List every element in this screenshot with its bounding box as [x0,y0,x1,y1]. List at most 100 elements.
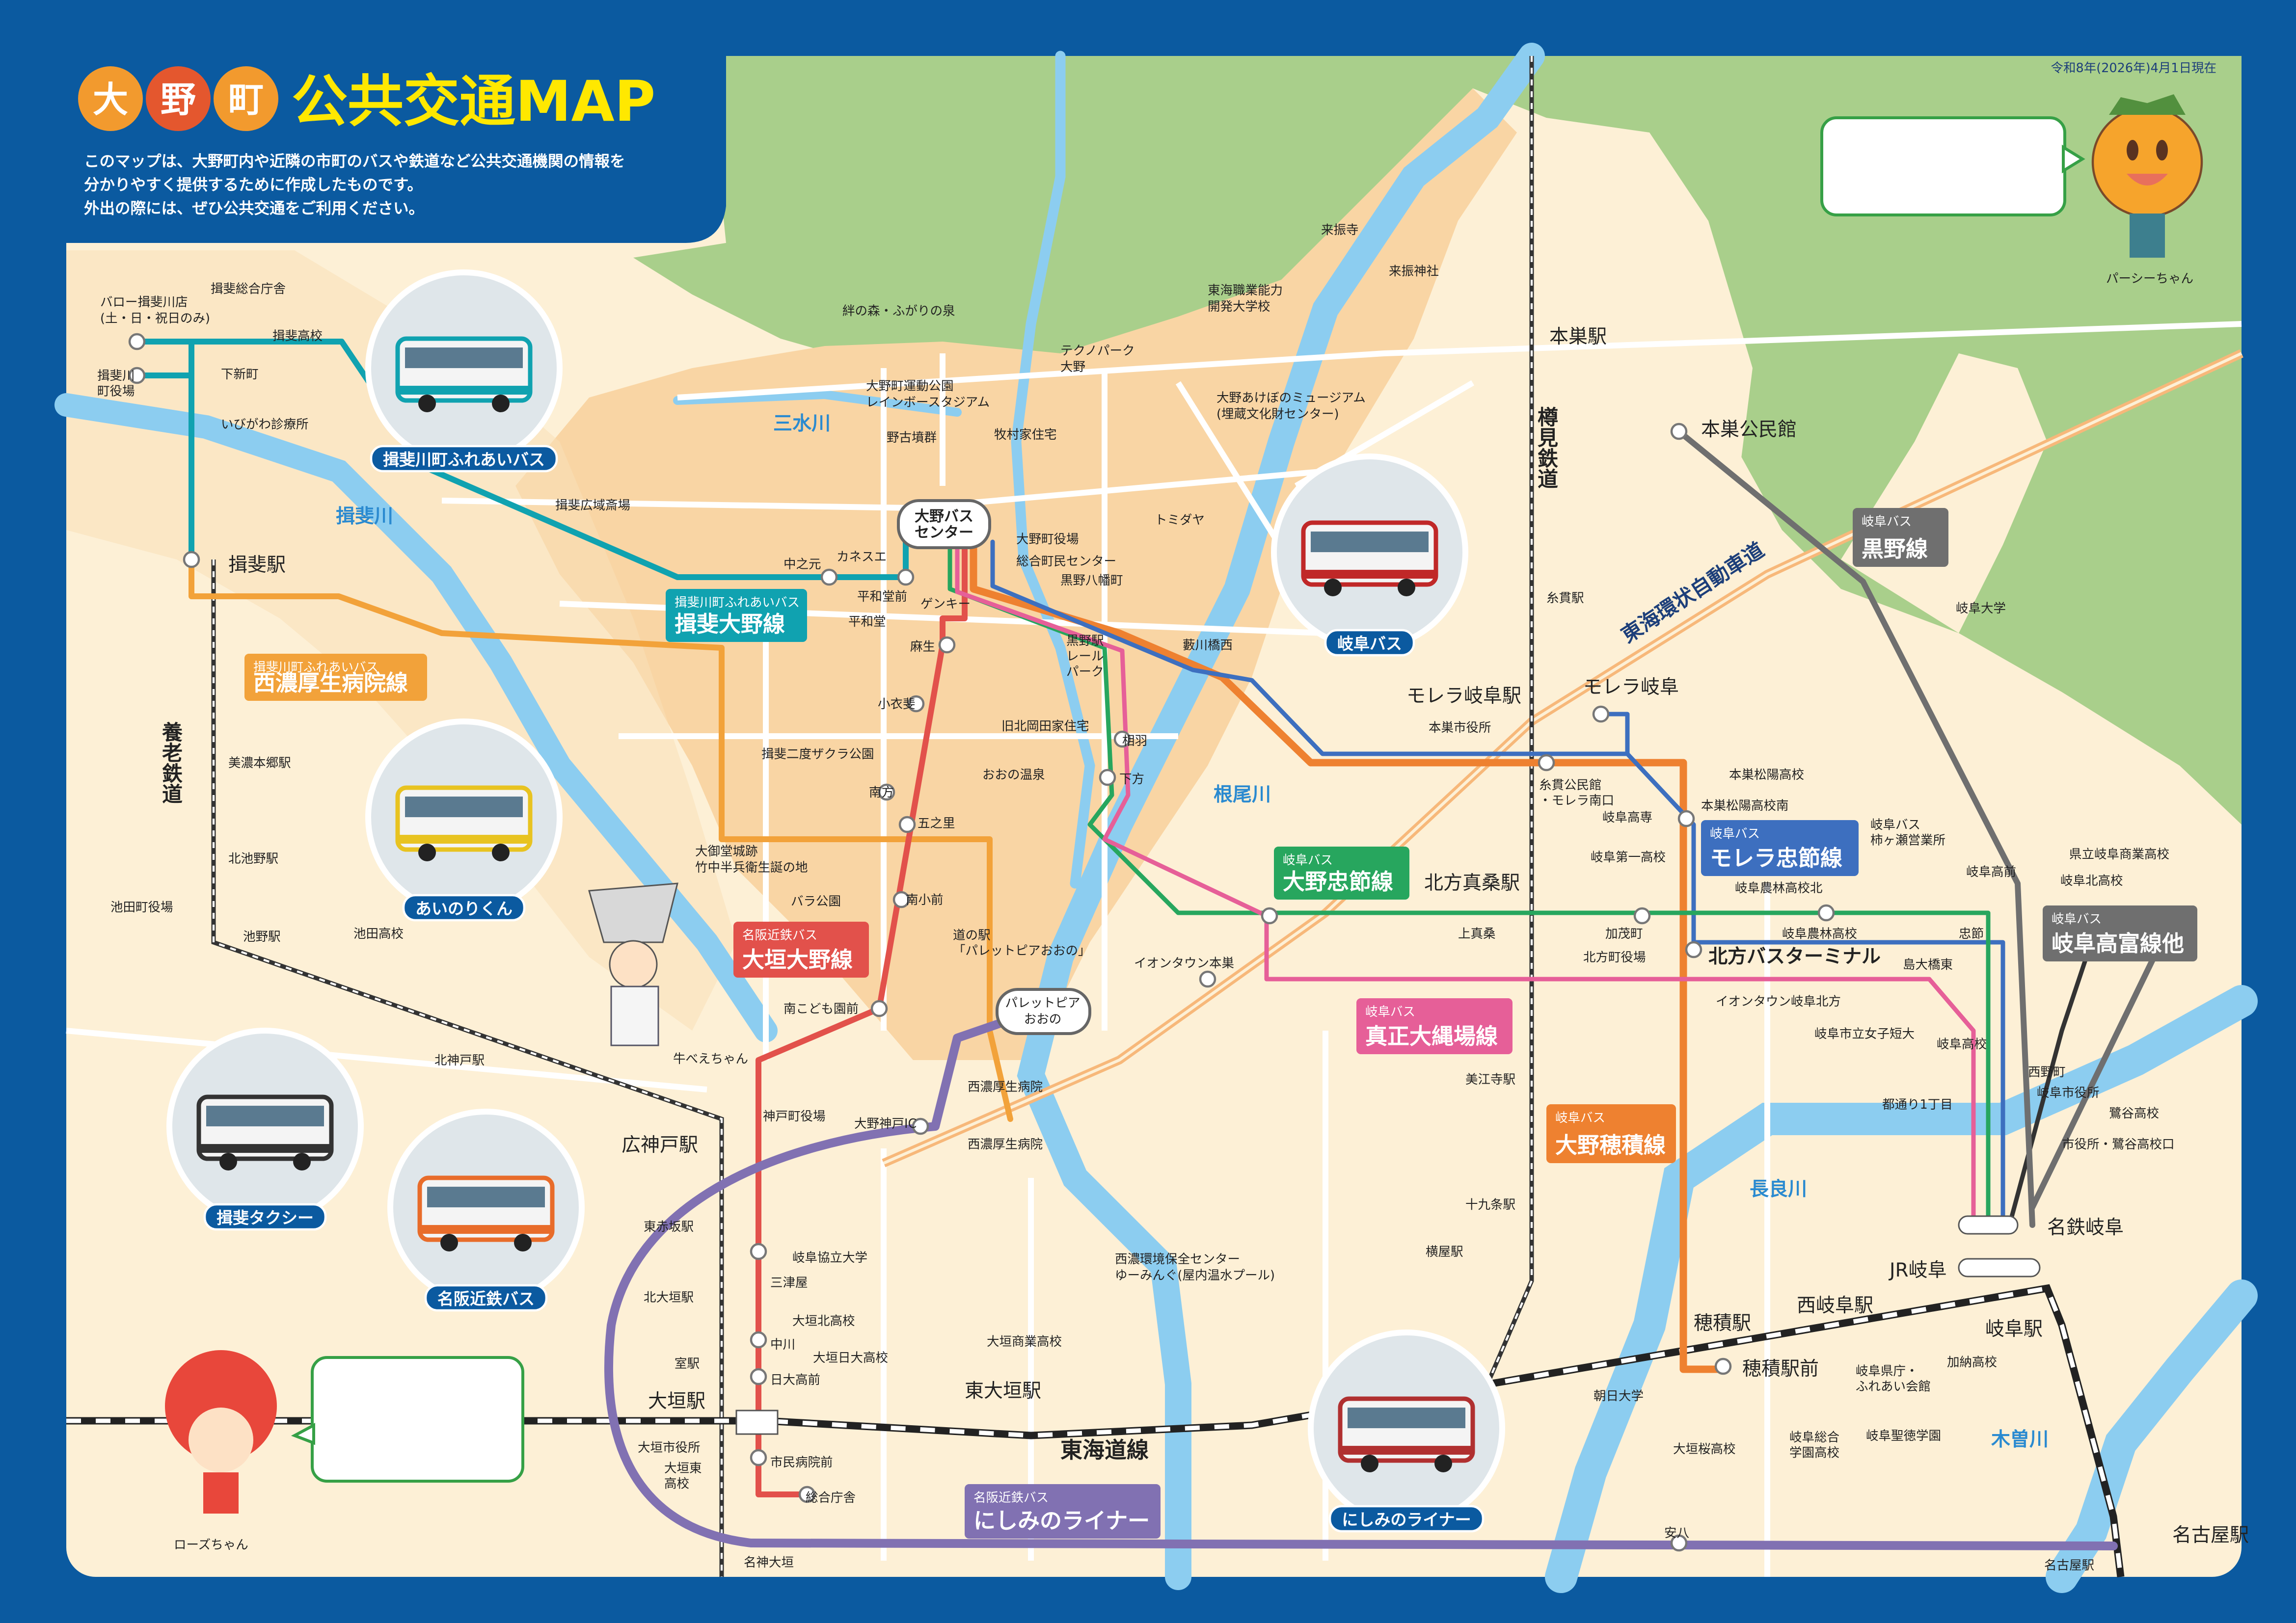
title-circle [78,66,143,132]
route-shinsho-onawaba [955,539,1976,1227]
bus-stop-morera-gifu: モレラ岐阜 [1583,676,1679,698]
bus-stop-aeon-kitagata: イオンタウン岐阜北方 [1716,994,1841,1009]
valley [1546,118,1753,486]
palette-pia-bubble [996,988,1091,1036]
route-gifu-takatomi [2029,947,2161,1211]
intro-text: 分かりやすく提供するために作成したものです。 [84,176,423,194]
bus-stop-sagidani-guchi: 市役所・鷺谷高校口 [2062,1137,2175,1152]
bus-stop-marker [750,1331,767,1349]
title-character: 野 [161,79,196,120]
gyube-mascot [588,882,678,1046]
bus-stop-marker [1633,907,1651,925]
bus-stop-michinoeki: 道の駅「パレットピアおおの」 [953,928,1091,958]
roads [66,321,2242,1577]
ogaki-station-box [735,1410,779,1435]
bus-stop-chusetsu: 忠節 [1959,927,1984,941]
bus-stop-clinic: いびがわ診療所 [221,417,309,432]
tokaido-line-label: 東海道線 [1060,1437,1149,1463]
bus-stop-kano-hs: 加納高校 [1947,1355,1997,1370]
bus-stop-gifu-shogyo: 県立岐阜商業高校 [2069,847,2169,862]
station-higashi-ogaki: 東大垣駅 [965,1380,1041,1402]
bus-stop-valor-note: (土・日・祝日のみ) [100,311,210,326]
rose-mascot [165,1350,277,1514]
landmark-omido: 大御堂城跡 [695,844,758,859]
percy-speech-bubble [1820,116,2085,217]
station-anpachi: 安八 [1664,1526,1689,1541]
station-itonuki: 糸貫駅 [1546,591,1584,606]
station-jukujo: 十九条駅 [1465,1197,1515,1212]
photo-caption: 岐阜バス [1337,634,1402,653]
landmark-akebono-sub: (埋蔵文化財センター) [1216,407,1339,422]
bus-stop-nishinomachi: 西野町 [2028,1065,2066,1080]
bus-stop-gifu-univ: 岐阜大学 [1956,601,2006,616]
route-name: 大垣大野線 [742,947,853,973]
bus-stop-shimin-hosp: 市民病院前 [770,1455,833,1470]
station-nagoya: 名古屋駅 [2172,1524,2249,1546]
bus-stop-motosu-kominkan: 本巣公民館 [1701,419,1797,441]
bus-stop-gifu-hs: 岐阜高校 [1937,1037,1987,1052]
photo-caption: 名阪近鉄バス [437,1289,535,1308]
bus-stop-minamigata: 南方 [869,785,894,800]
station-miedera: 美江寺駅 [1465,1072,1515,1087]
bus-stop-shimoshinmachi: 下新町 [221,367,259,382]
bus-stop-kamocho: 加茂町 [1605,927,1643,941]
route-seino-hospital [189,557,1013,1122]
landmark-hanbei: 竹中半兵衛生誕の地 [695,860,808,875]
landmark-raishin-shrine: 来振神社 [1389,264,1439,279]
station-muro: 室駅 [675,1357,700,1371]
river-label-ibigawa: 揖斐川 [336,506,393,528]
bus-stop-koibi: 小衣斐 [878,697,916,712]
route-name: 大野忠節線 [1283,869,1393,895]
bus-stop-kakigase: 岐阜バス柿ヶ瀬営業所 [1870,818,1945,848]
bus-stop-kitagata-office: 北方町役場 [1583,950,1646,965]
bus-stop-ogaki-nichidai-hs: 大垣日大高校 [813,1351,888,1365]
bus-stop-women-college: 岐阜市立女子短大 [1814,1027,1915,1041]
gyube-name: 牛べえちゃん [673,1052,748,1066]
bus-stop-gifu-kita: 岐阜北高校 [2060,874,2123,888]
bus-stop-marker [912,1117,929,1135]
bus-stop-hozumi-ekimae: 穂積駅前 [1742,1358,1819,1380]
bus-stop-valor: バロー揖斐川店 [100,295,188,310]
yoro-railway-label: 養老鉄道 [159,721,183,804]
route-kurono [1676,428,2035,1228]
station-gifu: 岐阜駅 [1985,1318,2043,1340]
route-name: 揖斐大野線 [675,611,785,637]
bus-stop-marker [1538,754,1555,772]
bus-stop-marker [1817,904,1835,922]
bus-stop-gonori: 五之里 [918,816,955,831]
bus-stop-marker [750,1449,767,1466]
route-operator: 揖斐川町ふれあいバス [253,660,378,675]
landmark-polytech: 東海職業能力開発大学校 [1208,283,1283,314]
landmark-makimura: 牧村家住宅 [994,427,1057,442]
station-motosu-city-hall: 本巣市役所 [1429,720,1491,735]
landmark-kizuna: 絆の森・ふがりの泉 [842,304,955,319]
landmark-ogaki-shogyo: 大垣商業高校 [987,1334,1062,1349]
bus-stop-gifu-komae: 岐阜高前 [1966,865,2016,879]
title-circle [214,66,278,132]
bus-stop-minamisho: 南小前 [906,893,944,907]
bus-stop-kurono-hachiman: 黒野八幡町 [1060,573,1123,588]
bus-stop-ono-onsen: おおの温泉 [982,768,1045,782]
bus-stop-ogaki-city-hall: 大垣市役所 [638,1440,701,1455]
meitetsu-gifu-terminal [1958,1258,2041,1277]
bus-stop-pref-office: 岐阜県庁・ふれあい会館 [1856,1364,1931,1394]
bus-stop-motosu-shoyo: 本巣松陽高校 [1729,768,1804,782]
river-label-neo: 根尾川 [1214,784,1271,806]
bus-stop-genky: ゲンキー [920,597,971,612]
bus-stop-marker [1099,769,1116,786]
bus-stop-mitsuya: 三津屋 [770,1276,808,1290]
vehicle-photo-1: あいのりくん [365,718,563,922]
route-operator: 岐阜バス [1710,826,1760,841]
bus-stop-marker [1113,730,1131,748]
